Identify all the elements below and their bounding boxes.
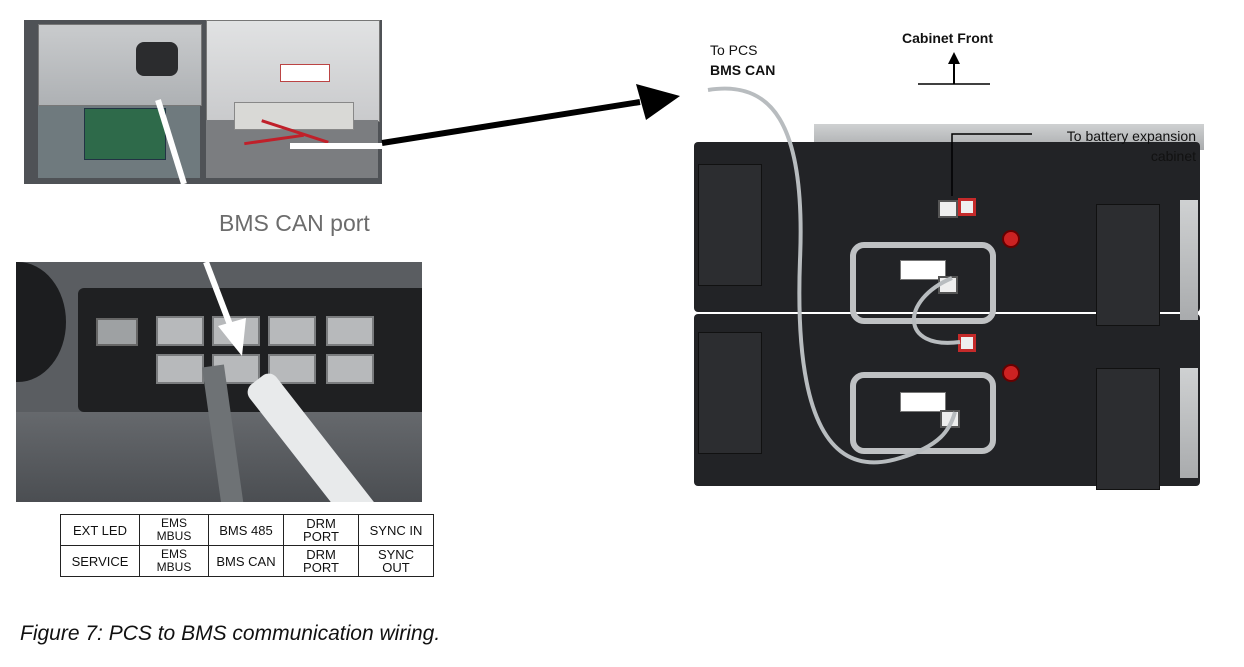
rj45-port xyxy=(268,316,316,346)
cabinet-front-arrow-head xyxy=(948,52,960,64)
expansion-line-1: To battery expansion xyxy=(1066,128,1196,144)
expansion-line-2: cabinet xyxy=(1150,148,1196,164)
module-latch xyxy=(698,164,762,286)
table-cell: BMS CAN xyxy=(208,545,284,577)
terminal-block xyxy=(234,102,354,130)
module-latch xyxy=(698,332,762,454)
rj45-port xyxy=(326,316,374,346)
rj45-port xyxy=(326,354,374,384)
pointer-line xyxy=(203,260,235,332)
battery-module-stack xyxy=(694,118,1204,496)
side-rail xyxy=(1180,368,1198,478)
pointer-line xyxy=(155,99,187,185)
table-cell: DRM PORT xyxy=(283,545,359,577)
bms-can-line: BMS CAN xyxy=(710,62,776,78)
table-cell: BMS 485 xyxy=(208,514,284,546)
expansion-cabinet-label: To battery expansion cabinet xyxy=(1026,126,1196,166)
bms-can-port-label: BMS CAN port xyxy=(219,210,370,236)
module-label xyxy=(900,260,946,280)
power-terminal xyxy=(1002,230,1020,248)
arrow-line xyxy=(381,99,641,146)
power-terminal xyxy=(1002,364,1020,382)
module-label xyxy=(900,392,946,412)
side-rail xyxy=(1180,200,1198,320)
table-cell: SYNC IN xyxy=(358,514,434,546)
module-link-cable xyxy=(912,276,961,345)
bms-can-cable xyxy=(707,86,957,465)
table-cell: EXT LED xyxy=(60,514,140,546)
expansion-port-red xyxy=(958,334,976,352)
pcs-cabinet-photo xyxy=(24,20,382,184)
expansion-port-red xyxy=(958,198,976,216)
rj45-port xyxy=(156,354,204,384)
circuit-board xyxy=(84,108,166,160)
figure-caption: Figure 7: PCS to BMS communication wirin… xyxy=(20,622,441,645)
rj45-port xyxy=(938,200,958,218)
pointer-head xyxy=(218,318,246,356)
to-pcs-label: To PCS BMS CAN xyxy=(710,40,775,80)
table-row: SERVICE EMS MBUS BMS CAN DRM PORT SYNC O… xyxy=(60,545,434,577)
table-cell: EMS MBUS xyxy=(139,514,209,546)
module-latch xyxy=(1096,368,1160,490)
table-cell: DRM PORT xyxy=(283,514,359,546)
arrow-head xyxy=(636,84,680,120)
rj45-port xyxy=(156,316,204,346)
expansion-leader-line xyxy=(951,133,1032,196)
module-handle xyxy=(850,242,996,324)
warning-sticker xyxy=(280,64,330,82)
table-row: EXT LED EMS MBUS BMS 485 DRM PORT SYNC I… xyxy=(60,514,434,546)
table-cell: SYNC OUT xyxy=(358,545,434,577)
cabinet-front-label: Cabinet Front xyxy=(902,30,993,46)
ext-led-port xyxy=(96,318,138,346)
cabinet-vent xyxy=(136,42,178,76)
table-cell: SERVICE xyxy=(60,545,140,577)
to-pcs-line: To PCS xyxy=(710,42,758,58)
port-label-table: EXT LED EMS MBUS BMS 485 DRM PORT SYNC I… xyxy=(60,514,434,577)
module-latch xyxy=(1096,204,1160,326)
table-cell: EMS MBUS xyxy=(139,545,209,577)
